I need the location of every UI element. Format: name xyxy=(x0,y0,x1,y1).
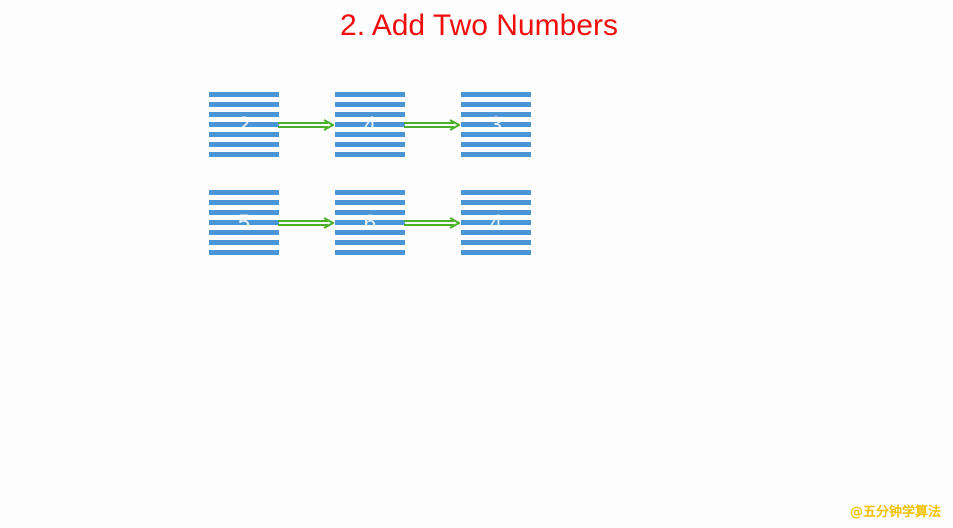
node-value: 4 xyxy=(363,112,377,137)
node-value: 3 xyxy=(489,112,503,137)
list1-node-3: 3 xyxy=(461,92,531,158)
list1-node-2: 4 xyxy=(335,92,405,158)
node-value: 4 xyxy=(489,210,503,235)
right-arrow-icon xyxy=(404,119,460,131)
list1-node-1: 2 xyxy=(209,92,279,158)
right-arrow-icon xyxy=(278,217,334,229)
node-value: 6 xyxy=(363,210,377,235)
list2-node-3: 4 xyxy=(461,190,531,256)
right-arrow-icon xyxy=(278,119,334,131)
list2-node-2: 6 xyxy=(335,190,405,256)
right-arrow-icon xyxy=(404,217,460,229)
node-value: 2 xyxy=(237,112,251,137)
list2-node-1: 5 xyxy=(209,190,279,256)
page-title: 2. Add Two Numbers xyxy=(340,9,618,42)
watermark: @五分钟学算法 xyxy=(849,505,941,520)
node-value: 5 xyxy=(237,210,251,235)
